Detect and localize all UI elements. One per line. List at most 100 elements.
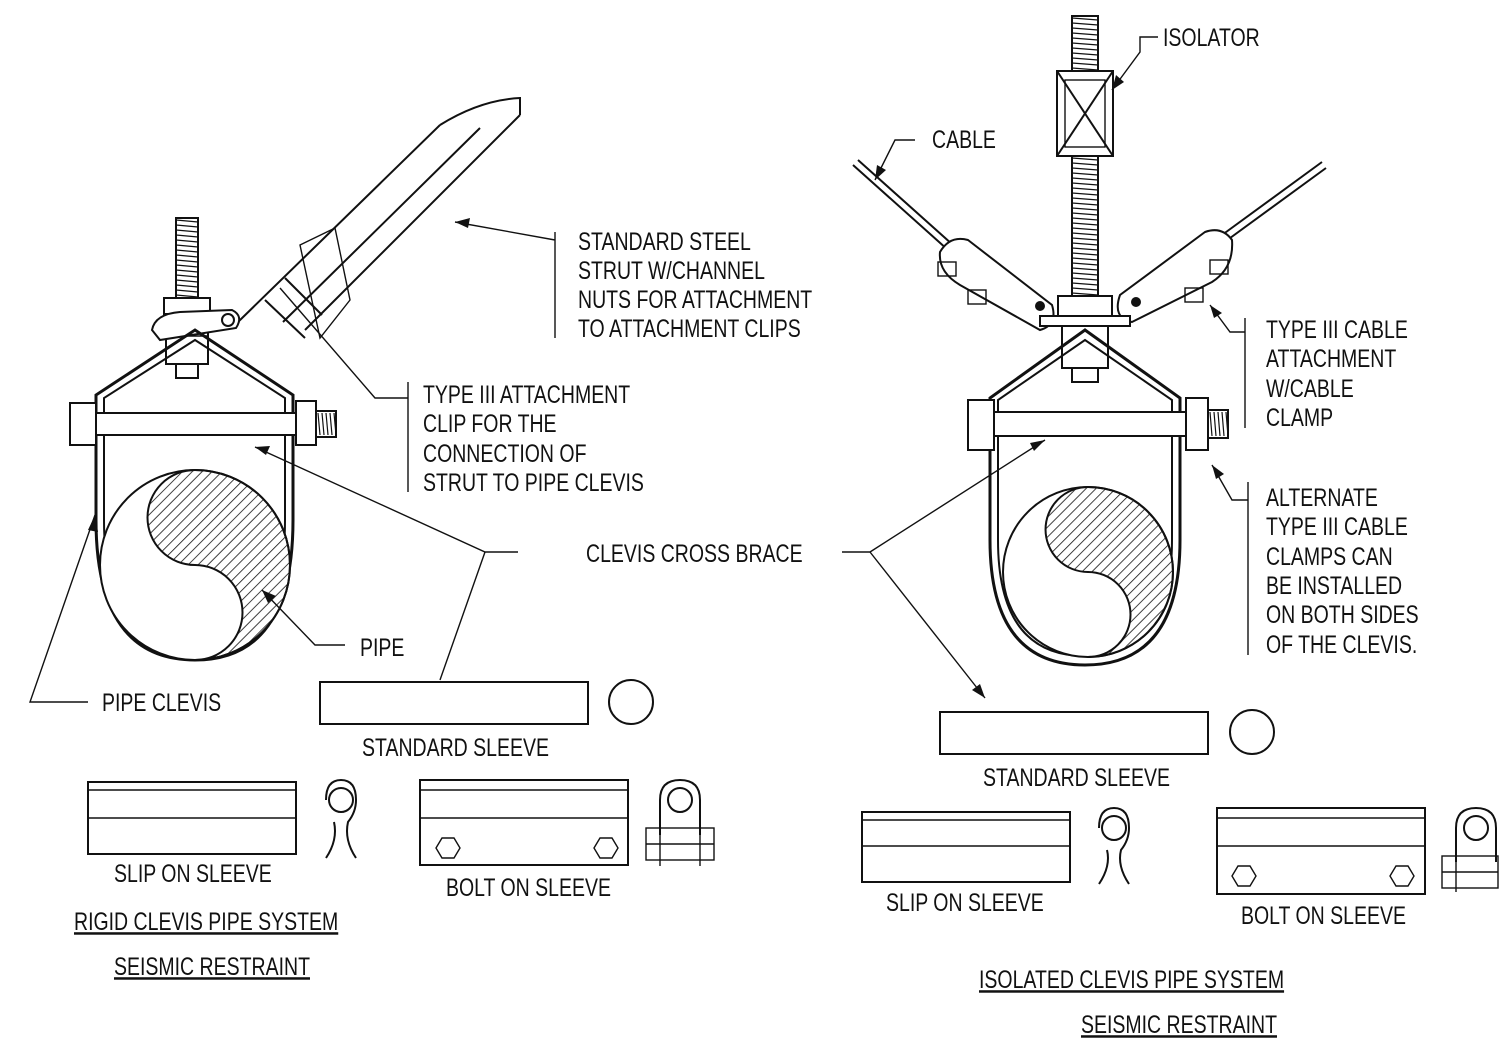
isolator	[1056, 70, 1114, 157]
thread-line	[175, 284, 199, 288]
labels: STANDARD STEEL STRUT W/CHANNEL NUTS FOR …	[74, 24, 1419, 1039]
thread-line	[1071, 267, 1099, 271]
thread-line	[175, 254, 199, 258]
thread-line	[1071, 227, 1099, 231]
cable-attachment-line-2: ATTACHMENT	[1266, 345, 1397, 373]
thread-line	[1071, 247, 1099, 251]
thread-line	[1071, 202, 1099, 206]
clip-label-line-1: TYPE III ATTACHMENT	[423, 381, 630, 409]
bolt-clamp-left	[645, 778, 715, 866]
threaded-rod-right	[1071, 15, 1099, 297]
thread-line	[1071, 27, 1099, 31]
bolt-on-sleeve-left	[419, 779, 629, 866]
thread-line	[175, 219, 199, 223]
cable-attachment-line-4: CLAMP	[1266, 404, 1333, 432]
thread-line	[1071, 182, 1099, 186]
right-title-line-1: ISOLATED CLEVIS PIPE SYSTEM	[979, 966, 1284, 994]
thread-line	[1071, 287, 1099, 291]
thread-line	[175, 239, 199, 243]
cable-left	[852, 159, 954, 251]
thread-line	[1071, 162, 1099, 166]
thread-line	[1071, 177, 1099, 181]
thread-line	[1071, 272, 1099, 276]
pipe-leader	[261, 589, 345, 646]
pipe-clevis-label: PIPE CLEVIS	[102, 689, 221, 717]
bolt-on-sleeve-label-left: BOLT ON SLEEVE	[446, 874, 611, 902]
sleeve-end-view-right	[1229, 709, 1275, 755]
thread-line	[1221, 411, 1225, 437]
left-assembly	[29, 96, 715, 866]
bolt-clamp-right	[1441, 806, 1499, 892]
thread-line	[1071, 212, 1099, 216]
thread-line	[321, 412, 325, 436]
thread-line	[1209, 411, 1213, 437]
strut-leader	[454, 221, 556, 338]
alternate-line-2: TYPE III CABLE	[1266, 513, 1408, 541]
thread-line	[175, 234, 199, 238]
isolator-label: ISOLATOR	[1163, 24, 1260, 52]
thread-line	[1071, 52, 1099, 56]
left-title-line-1: RIGID CLEVIS PIPE SYSTEM	[74, 908, 338, 936]
thread-line	[1071, 252, 1099, 256]
attachment-clip	[150, 308, 241, 342]
standard-sleeve-right	[939, 711, 1209, 755]
alternate-line-6: OF THE CLEVIS.	[1266, 631, 1417, 659]
clip-label-line-2: CLIP FOR THE	[423, 410, 557, 438]
thread-line	[1071, 242, 1099, 246]
thread-line	[1071, 22, 1099, 26]
thread-line	[1071, 277, 1099, 281]
thread-line	[175, 264, 199, 268]
steel-strut	[237, 96, 521, 340]
thread-line	[1071, 187, 1099, 191]
thread-line	[1071, 17, 1099, 21]
threaded-rod	[175, 217, 199, 299]
standard-sleeve-left	[319, 681, 589, 725]
thread-line	[1071, 57, 1099, 61]
clip-label-line-3: CONNECTION OF	[423, 440, 586, 468]
thread-line	[175, 289, 199, 293]
cable-attachment-left	[937, 237, 1055, 332]
left-title-line-2: SEISMIC RESTRAINT	[114, 953, 310, 981]
thread-line	[1071, 217, 1099, 221]
thread-line	[175, 294, 199, 298]
thread-line	[1213, 411, 1217, 437]
cable-attachment-line-3: W/CABLE	[1266, 375, 1354, 403]
thread-line	[1071, 292, 1099, 296]
thread-line	[1071, 232, 1099, 236]
slip-on-sleeve-label-left: SLIP ON SLEEVE	[114, 860, 272, 888]
thread-line	[175, 269, 199, 273]
thread-line	[329, 412, 333, 436]
pipe-label: PIPE	[360, 634, 404, 662]
thread-line	[1225, 411, 1229, 437]
thread-line	[175, 274, 199, 278]
slip-on-sleeve-left	[87, 781, 297, 855]
strut-label-line-4: TO ATTACHMENT CLIPS	[578, 315, 801, 343]
sleeve-end-view-left	[608, 679, 654, 725]
cable-label: CABLE	[932, 126, 996, 154]
thread-line	[1071, 172, 1099, 176]
right-assembly	[842, 15, 1499, 895]
standard-sleeve-label-left: STANDARD SLEEVE	[362, 734, 549, 762]
cross-brace-leader-right-2	[869, 551, 986, 699]
slip-clip-left	[325, 778, 358, 859]
clevis-cross-brace-label: CLEVIS CROSS BRACE	[586, 540, 803, 568]
thread-line	[175, 279, 199, 283]
slip-clip-right	[1098, 806, 1131, 885]
thread-line	[175, 249, 199, 253]
cable-attachment-right	[1116, 229, 1234, 324]
thread-line	[1071, 262, 1099, 266]
clip-leader	[279, 287, 409, 492]
thread-line	[1071, 67, 1099, 71]
pipe-right	[1002, 485, 1174, 658]
alternate-line-5: ON BOTH SIDES	[1266, 601, 1419, 629]
thread-line	[1071, 237, 1099, 241]
thread-line	[1071, 222, 1099, 226]
isolator-leader	[1111, 36, 1158, 91]
cross-brace-leader-left-2	[439, 551, 486, 681]
alternate-line-3: CLAMPS CAN	[1266, 543, 1393, 571]
clevis-bolt	[69, 400, 337, 446]
strut-label-line-3: NUTS FOR ATTACHMENT	[578, 286, 812, 314]
alternate-line-4: BE INSTALLED	[1266, 572, 1402, 600]
bolt-on-sleeve-right	[1216, 807, 1426, 895]
